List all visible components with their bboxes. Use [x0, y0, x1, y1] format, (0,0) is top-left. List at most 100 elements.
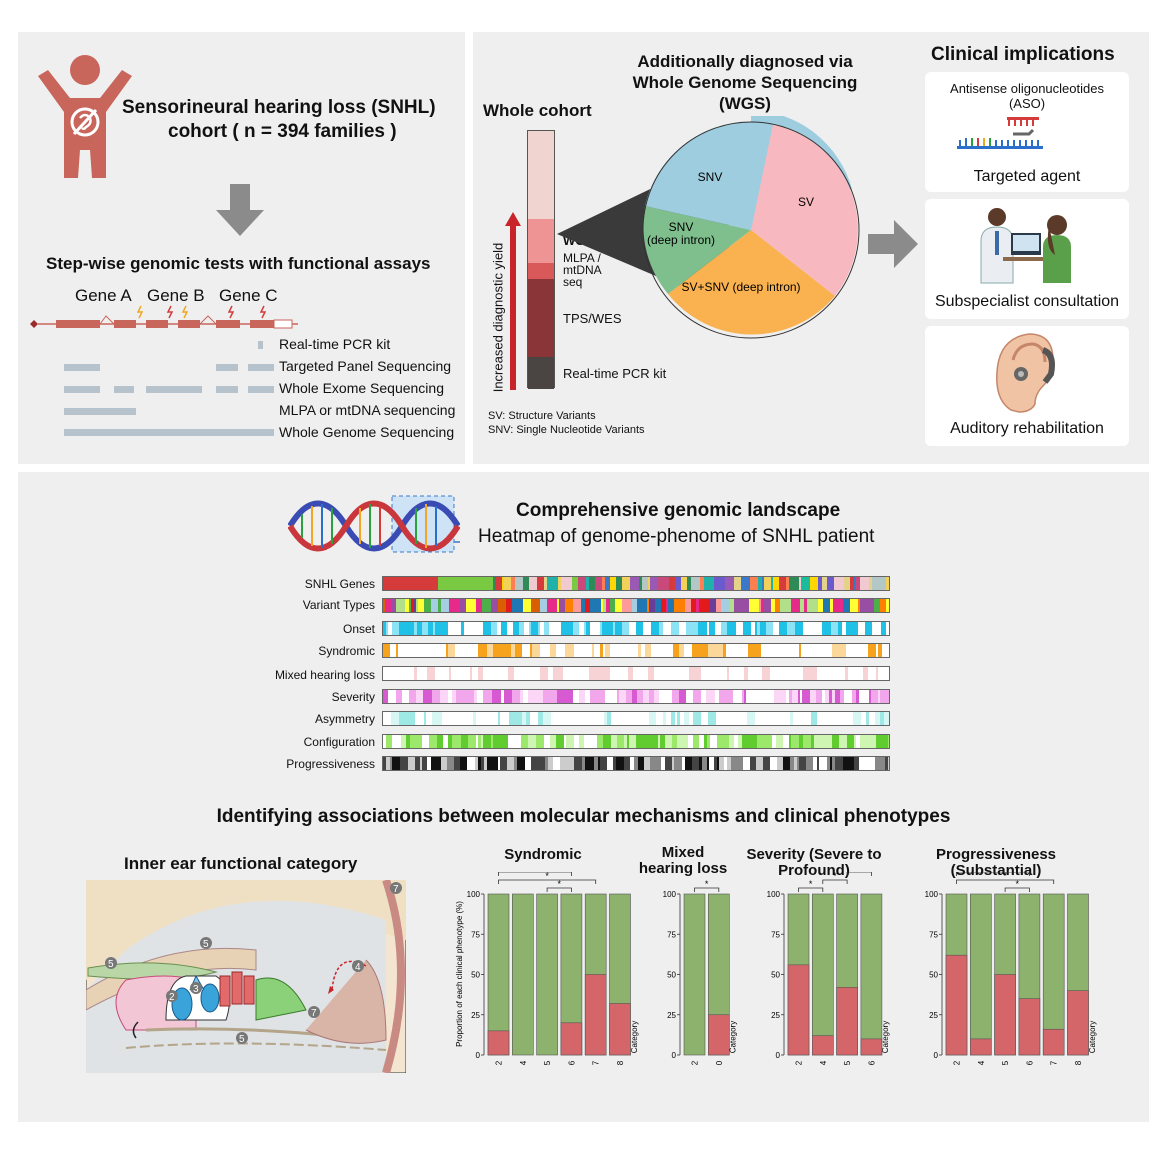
heatmap-cell — [636, 622, 643, 635]
doctor-patient-icon — [980, 208, 1071, 284]
heatmap-cell — [667, 690, 672, 703]
heatmap-cell — [693, 690, 701, 703]
heatmap-cell — [651, 667, 654, 680]
stepwise-title: Step-wise genomic tests with functional … — [46, 254, 431, 273]
significance-bracket — [956, 872, 1030, 876]
heatmap-cell — [459, 644, 465, 657]
heatmap-cell — [708, 644, 711, 657]
heatmap-cell — [461, 690, 469, 703]
heatmap-cell — [425, 644, 428, 657]
heatmap-cell — [766, 690, 774, 703]
heatmap-cell — [779, 667, 782, 680]
heatmap-cell — [432, 735, 437, 748]
significance-bracket — [822, 879, 848, 884]
x-tick-label: 4 — [977, 1060, 986, 1065]
heatmap-cell — [837, 644, 844, 657]
heatmap-cell — [725, 712, 728, 725]
y-tick-label: 0 — [934, 1051, 939, 1060]
heatmap-cell — [789, 690, 792, 703]
heatmap-cell — [600, 644, 603, 657]
heatmap-cell — [638, 735, 645, 748]
heatmap-cell — [500, 712, 506, 725]
heatmap-cell — [626, 644, 628, 657]
heatmap-cell — [888, 735, 889, 748]
heatmap-cell — [600, 622, 602, 635]
heatmap-cell — [514, 667, 516, 680]
coverage-bars — [64, 341, 274, 436]
heatmap-cell — [473, 644, 476, 657]
heatmap-cell — [699, 735, 704, 748]
heatmap-cell — [887, 644, 889, 657]
heatmap-cell — [769, 622, 771, 635]
heatmap-cell — [671, 712, 675, 725]
heatmap-cell — [417, 712, 424, 725]
heatmap-cell — [390, 757, 392, 770]
heatmap-cell — [754, 644, 761, 657]
chart-title-severity: Severity (Severe to Profound) — [746, 846, 882, 879]
heatmap-cell — [399, 667, 402, 680]
heatmap-cell — [633, 712, 640, 725]
heatmap-cell — [455, 644, 459, 657]
bar-value — [487, 1030, 510, 1056]
heatmap-cell — [692, 757, 699, 770]
heatmap-cell — [609, 622, 613, 635]
heatmap-cell — [786, 577, 789, 590]
heatmap-cell — [601, 599, 603, 612]
heatmap-cell — [540, 667, 548, 680]
heatmap-cell — [504, 690, 512, 703]
heatmap-cell — [512, 599, 523, 612]
significance-star: * — [545, 872, 549, 881]
heatmap-cell — [579, 735, 584, 748]
heatmap-cell — [531, 599, 540, 612]
heatmap-cell — [604, 712, 607, 725]
heatmap-cell — [548, 757, 553, 770]
heatmap-cell — [868, 644, 876, 657]
heatmap-cell — [516, 667, 523, 680]
heatmap-cell — [688, 735, 691, 748]
heatmap-cell — [707, 622, 709, 635]
heatmap-cell — [734, 644, 742, 657]
heatmap-cell — [730, 599, 734, 612]
heatmap-cell — [792, 690, 798, 703]
heatmap-cell — [880, 712, 882, 725]
heatmap-cell — [475, 667, 478, 680]
heatmap-cell — [880, 599, 886, 612]
heatmap-cell — [536, 712, 538, 725]
heatmap-cell — [422, 757, 427, 770]
heatmap-cell — [533, 667, 540, 680]
heatmap-cell — [538, 622, 540, 635]
heatmap-cell — [491, 599, 498, 612]
heatmap-cell — [734, 735, 738, 748]
heatmap-cell — [393, 667, 399, 680]
heatmap-row-variants — [382, 598, 890, 613]
heatmap-cell — [629, 622, 631, 635]
heatmap-cell — [622, 577, 630, 590]
heatmap-cell — [422, 644, 425, 657]
heatmap-cell — [692, 644, 699, 657]
heatmap-cell — [544, 622, 549, 635]
yield-column — [527, 130, 555, 389]
heatmap-cell — [797, 757, 799, 770]
heatmap-cell — [658, 577, 669, 590]
heatmap-cell — [817, 757, 819, 770]
heatmap-cell — [779, 577, 786, 590]
heatmap-cell — [822, 667, 824, 680]
heatmap-cell — [579, 622, 584, 635]
bar-value — [707, 1014, 730, 1056]
heatmap-cell — [771, 577, 773, 590]
heatmap-cell — [838, 622, 842, 635]
heatmap-cell — [452, 712, 454, 725]
heatmap-cell — [414, 622, 417, 635]
heatmap-cell — [749, 599, 759, 612]
heatmap-cell — [418, 599, 424, 612]
heatmap-cell — [859, 690, 863, 703]
heatmap-cell — [675, 577, 681, 590]
heatmap-cell — [724, 757, 727, 770]
heatmap-cell — [750, 757, 756, 770]
card-rehabilitation: Auditory rehabilitation — [925, 326, 1129, 446]
heatmap-cell — [469, 690, 474, 703]
card-consultation: Subspecialist consultation — [925, 199, 1129, 319]
heatmap-cell — [639, 667, 641, 680]
heatmap-row-configuration — [382, 734, 890, 749]
heatmap-cell — [765, 735, 772, 748]
